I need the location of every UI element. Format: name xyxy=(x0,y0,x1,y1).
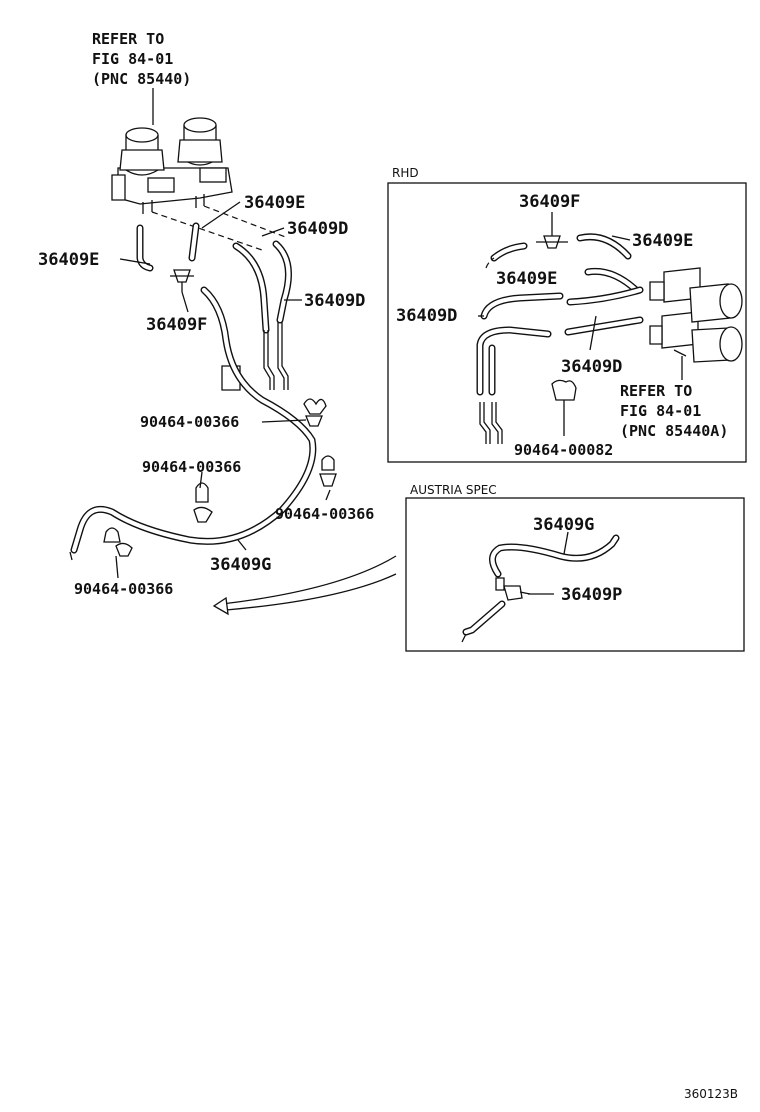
label-36409D-upper: 36409D xyxy=(287,219,348,239)
diagram-code: 360123B xyxy=(684,1087,738,1101)
label-36409D-lower: 36409D xyxy=(304,291,365,311)
austria-title: AUSTRIA SPEC xyxy=(410,483,497,497)
rhd-label-36409E-center: 36409E xyxy=(496,269,557,289)
rhd-label-36409D-lower: 36409D xyxy=(561,357,622,377)
rhd-label-clamp: 90464-00082 xyxy=(514,441,613,459)
austria-label-36409P: 36409P xyxy=(561,585,622,605)
callout-line-3: (PNC 85440) xyxy=(92,70,191,88)
vsv-solenoid-illustration xyxy=(111,117,233,214)
rhd-fitting-36409F xyxy=(536,235,568,249)
austria-spec-box: AUSTRIA SPEC 36409G 36409P xyxy=(405,483,745,652)
callout-line-2: FIG 84-01 xyxy=(92,50,173,68)
label-36409E-upper: 36409E xyxy=(244,193,305,213)
label-36409G: 36409G xyxy=(210,555,271,575)
rhd-callout-line-1: REFER TO xyxy=(620,382,692,400)
rhd-label-36409D-left: 36409D xyxy=(396,306,457,326)
label-clamp-4: 90464-00366 xyxy=(74,580,173,598)
callout-line-1: REFER TO xyxy=(92,30,164,48)
solenoid-callout: REFER TO FIG 84-01 (PNC 85440) xyxy=(92,30,191,125)
label-36409F: 36409F xyxy=(146,315,207,335)
label-36409E-left: 36409E xyxy=(38,250,99,270)
rhd-label-36409F: 36409F xyxy=(519,192,580,212)
rhd-title: RHD xyxy=(392,166,419,180)
clamp-4 xyxy=(103,527,133,557)
fitting-36409F xyxy=(170,269,194,292)
austria-fitting-36409P xyxy=(503,585,531,601)
rhd-box: RHD xyxy=(387,166,747,463)
label-clamp-1: 90464-00366 xyxy=(140,413,239,431)
clamp-2 xyxy=(193,482,213,523)
austria-label-36409G: 36409G xyxy=(533,515,594,535)
label-clamp-2: 90464-00366 xyxy=(142,458,241,476)
rhd-callout-line-2: FIG 84-01 xyxy=(620,402,701,420)
rhd-label-36409E-right: 36409E xyxy=(632,231,693,251)
clamp-3 xyxy=(319,455,337,487)
clamp-1 xyxy=(303,398,327,427)
rhd-solenoid-illustration xyxy=(649,267,743,363)
rhd-callout-line-3: (PNC 85440A) xyxy=(620,422,728,440)
rhd-clamp xyxy=(551,379,577,401)
main-assembly: REFER TO FIG 84-01 (PNC 85440) xyxy=(38,30,397,616)
label-clamp-3: 90464-00366 xyxy=(275,505,374,523)
